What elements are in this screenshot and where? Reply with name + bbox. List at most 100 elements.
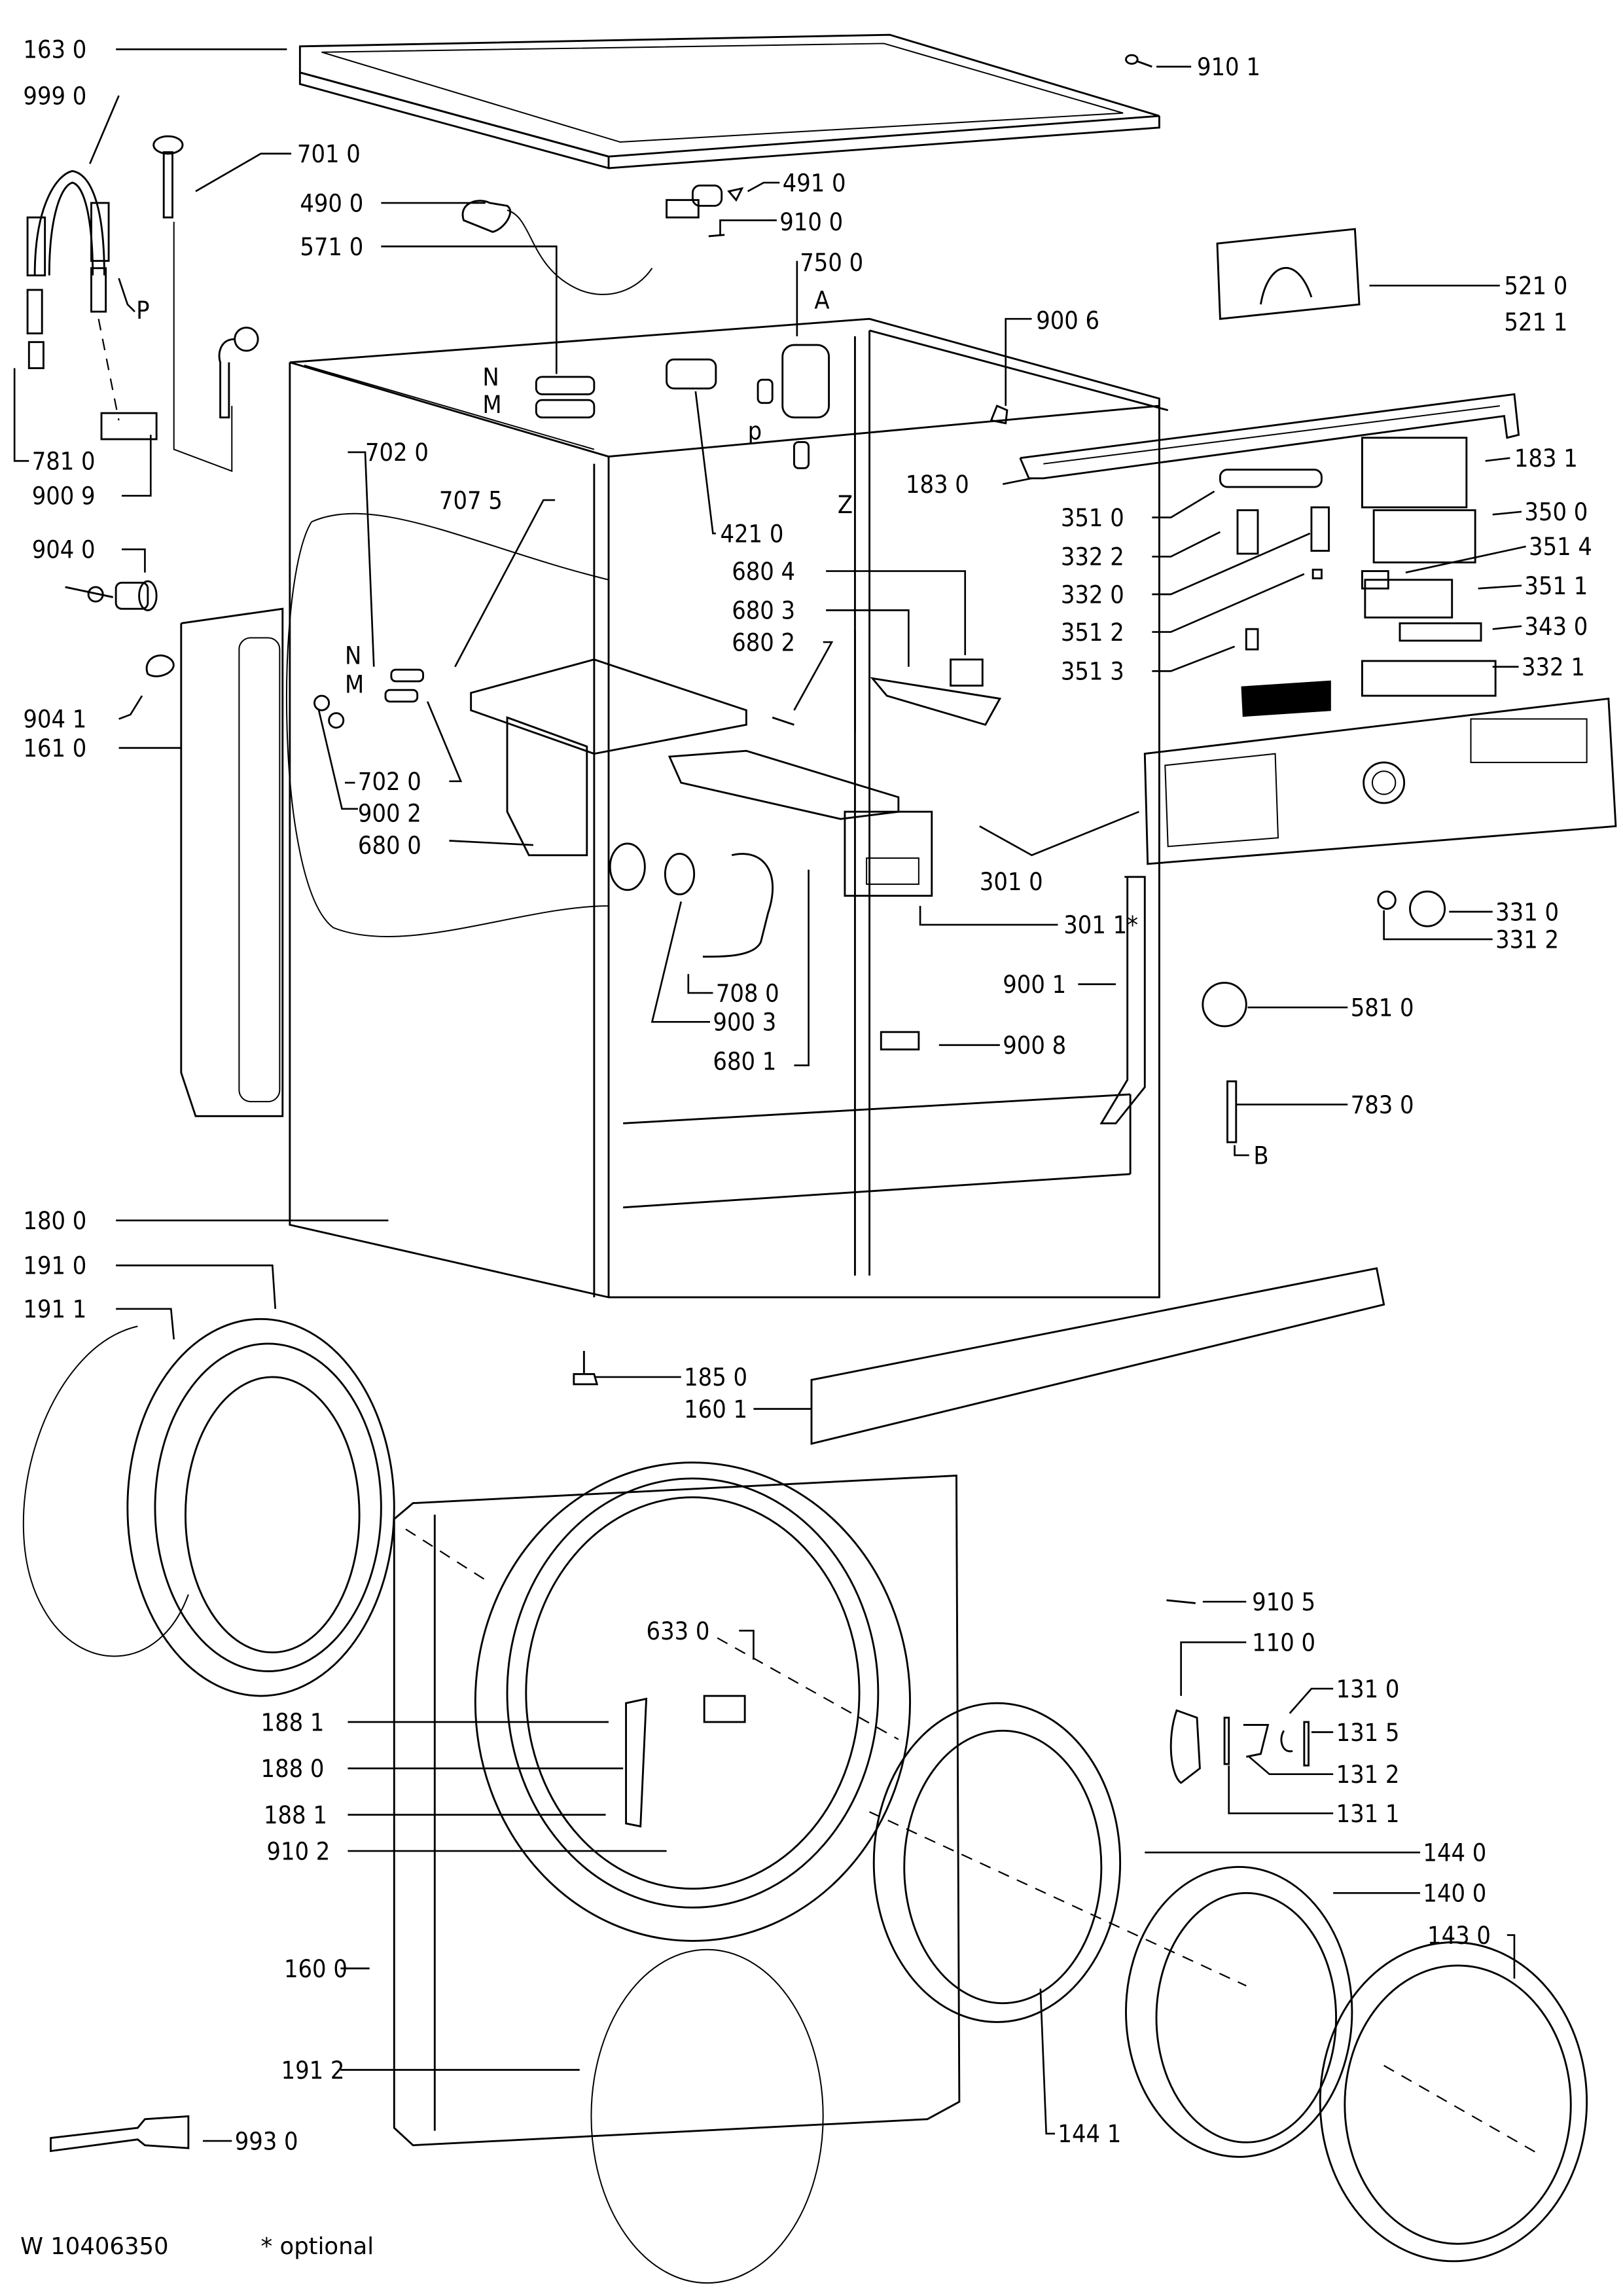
label-1911: 191 1	[23, 1295, 86, 1323]
label-9102: 910 2	[266, 1837, 330, 1865]
label-B: B	[1253, 1141, 1268, 1170]
label-7020-top: 702 0	[365, 438, 429, 467]
label-4210: 421 0	[720, 519, 783, 548]
pin-1311	[1223, 1716, 1230, 1765]
clamp-9003	[664, 852, 696, 895]
label-5211: 521 1	[1504, 308, 1567, 336]
label-4900: 490 0	[300, 188, 363, 217]
label-Z: Z	[838, 490, 853, 519]
label-7500: 750 0	[800, 248, 863, 277]
hinge	[625, 1697, 648, 1828]
label-7020-bottom: 702 0	[358, 767, 421, 796]
inlet-hose	[152, 135, 259, 473]
label-6802: 680 2	[732, 628, 795, 656]
label-9990: 999 0	[23, 81, 86, 110]
label-5210: 521 0	[1504, 272, 1567, 300]
label-1601: 160 1	[684, 1395, 747, 1424]
door-frame-inner	[869, 1702, 1247, 2023]
door-lock	[703, 1695, 746, 1723]
clip-9009	[100, 412, 158, 440]
label-9002: 900 2	[358, 799, 421, 828]
label-1315: 131 5	[1336, 1718, 1400, 1747]
label-3514: 351 4	[1529, 532, 1592, 561]
door-gasket	[22, 1318, 395, 1697]
seal-9041	[145, 655, 175, 677]
screw-9105	[1166, 1599, 1196, 1604]
control-panel	[1143, 697, 1617, 865]
label-1610: 161 0	[23, 734, 86, 762]
label-1600: 160 0	[284, 1954, 348, 1983]
clip-3513	[1245, 628, 1259, 651]
screw-9101	[1125, 54, 1152, 68]
label-6801: 680 1	[713, 1047, 776, 1075]
label-1881-bottom: 188 1	[264, 1801, 327, 1829]
hose-702b	[384, 689, 419, 703]
label-3322: 332 2	[1061, 543, 1124, 571]
label-3310: 331 0	[1495, 897, 1559, 926]
suppressor-4210	[666, 358, 717, 389]
hook-1310	[1280, 1730, 1293, 1753]
label-1630: 163 0	[23, 35, 86, 64]
label-P: P	[136, 296, 149, 325]
pin-1315	[1303, 1721, 1310, 1767]
adjustable-foot	[573, 1351, 599, 1386]
pressure-chamber	[757, 344, 830, 469]
hook-6802	[772, 716, 794, 726]
cover-6804	[950, 658, 984, 687]
screw-9100	[708, 234, 725, 238]
clip-3512	[1311, 568, 1323, 580]
door-glass	[1125, 1866, 1353, 2158]
label-M-valve: M	[482, 390, 501, 419]
label-7830: 783 0	[1351, 1090, 1414, 1119]
label-9006: 900 6	[1036, 306, 1099, 335]
inlet-valve	[535, 376, 596, 419]
label-3512: 351 2	[1061, 618, 1124, 647]
key-3322	[1236, 509, 1259, 555]
key-3320	[1310, 506, 1330, 552]
label-6804: 680 4	[732, 557, 795, 586]
label-9003: 900 3	[713, 1008, 776, 1037]
label-9009: 900 9	[32, 482, 96, 511]
label-N-hose: N	[345, 641, 361, 670]
label-7080: 708 0	[716, 978, 779, 1007]
label-6803: 680 3	[732, 596, 795, 625]
label-3511: 351 1	[1524, 571, 1588, 600]
label-1100: 110 0	[1252, 1628, 1315, 1657]
leader-lines	[13, 48, 1526, 2142]
label-9105: 910 5	[1252, 1587, 1315, 1616]
label-3010: 301 0	[980, 867, 1043, 896]
label-5710: 571 0	[300, 232, 363, 261]
light-guide-3511	[1364, 579, 1454, 619]
light-guide-3510	[1219, 469, 1323, 488]
label-1880: 188 0	[261, 1754, 325, 1783]
lever-1312	[1243, 1723, 1270, 1758]
label-9001: 900 1	[1003, 970, 1066, 999]
label-1430: 143 0	[1427, 1921, 1491, 1950]
display-3430	[1399, 622, 1482, 642]
label-9930: 993 0	[235, 2126, 298, 2155]
display-window	[1241, 680, 1331, 717]
knob-insert-3312	[1377, 890, 1397, 910]
label-3011: 301 1*	[1063, 910, 1138, 939]
label-3430: 343 0	[1524, 612, 1588, 641]
top-rail	[1019, 393, 1520, 480]
detergent-drawer	[668, 749, 933, 897]
label-9100: 910 0	[779, 207, 843, 236]
label-1881-top: 188 1	[261, 1708, 325, 1736]
hose-holder	[26, 170, 120, 421]
label-9101: 910 1	[1197, 52, 1260, 81]
hose-702a	[390, 668, 425, 683]
label-4910: 491 0	[783, 168, 846, 197]
label-p: p	[748, 416, 762, 445]
bracket-9001	[1099, 876, 1146, 1124]
label-1850: 185 0	[684, 1363, 747, 1391]
label-1310: 131 0	[1336, 1674, 1400, 1703]
label-1800: 180 0	[23, 1206, 86, 1235]
label-7810: 781 0	[32, 447, 96, 476]
label-6330: 633 0	[647, 1617, 710, 1645]
door-handle	[1169, 1709, 1201, 1784]
front-panel	[393, 1462, 961, 2147]
label-N-valve: N	[482, 363, 499, 391]
label-1311: 131 1	[1336, 1799, 1400, 1828]
